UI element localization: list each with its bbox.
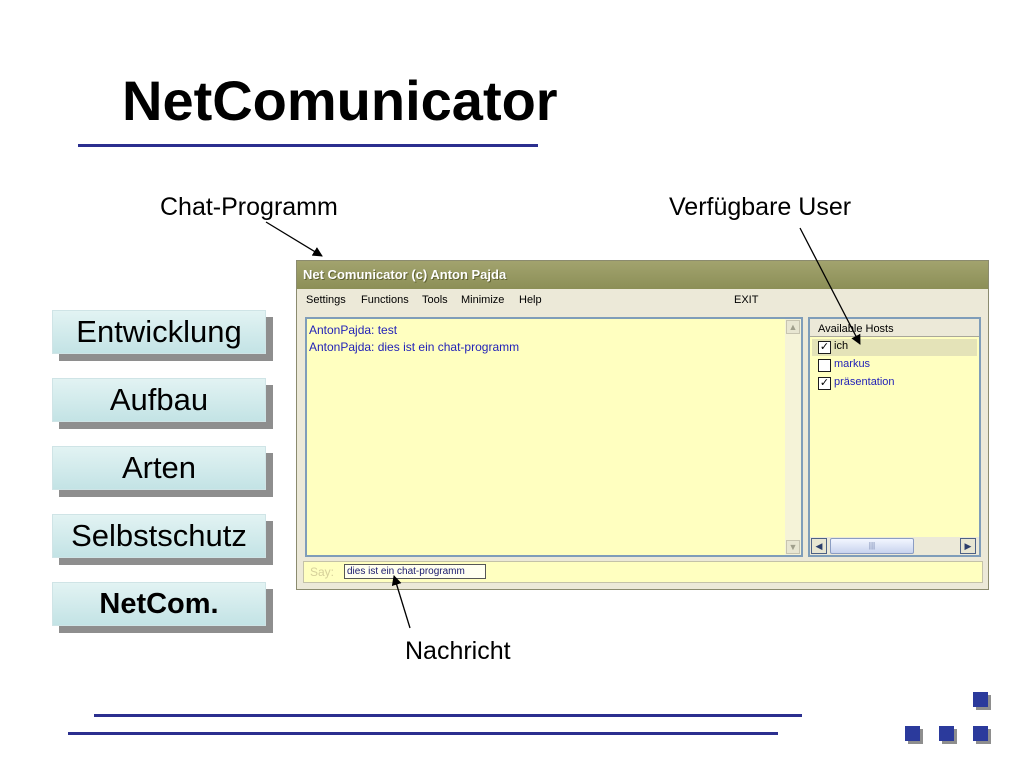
say-label: Say:: [310, 565, 335, 579]
chevron-left-icon[interactable]: ◀: [811, 538, 827, 554]
message-input[interactable]: [344, 564, 486, 579]
chat-scrollbar[interactable]: ▲ ▼: [785, 319, 801, 555]
chevron-right-icon[interactable]: ▶: [960, 538, 976, 554]
decorative-square: [939, 726, 954, 741]
footer-rule-bottom: [68, 732, 778, 735]
checkmark-icon[interactable]: ✓: [818, 377, 831, 390]
decorative-square: [905, 726, 920, 741]
annotation-chat-program: Chat-Programm: [160, 193, 338, 221]
footer-rule-top: [94, 714, 802, 717]
window-title: Net Comunicator (c) Anton Pajda: [303, 267, 507, 282]
menu-minimize[interactable]: Minimize: [461, 294, 505, 306]
menu-tools[interactable]: Tools: [422, 294, 448, 306]
host-name: markus: [834, 358, 871, 370]
scrollbar-thumb[interactable]: |||: [830, 538, 914, 554]
nav-button-selbstschutz[interactable]: Selbstschutz: [52, 514, 266, 558]
nav-button-arten[interactable]: Arten: [52, 446, 266, 490]
decorative-square: [973, 726, 988, 741]
arrow-chat-program: [265, 221, 323, 257]
host-name: ich: [834, 340, 849, 352]
chat-log[interactable]: AntonPajda: test AntonPajda: dies ist ei…: [305, 317, 803, 557]
title-underline: [78, 144, 538, 147]
menu-settings[interactable]: Settings: [306, 294, 346, 306]
hosts-scrollbar[interactable]: ◀ ||| ▶: [810, 537, 979, 555]
host-name: präsentation: [834, 376, 895, 388]
host-row-markus[interactable]: markus: [812, 357, 977, 374]
window-titlebar[interactable]: Net Comunicator (c) Anton Pajda: [297, 261, 988, 289]
menu-functions[interactable]: Functions: [361, 294, 409, 306]
host-row-ich[interactable]: ✓ ich: [812, 339, 977, 356]
slide-title: NetComunicator: [122, 69, 558, 132]
checkbox-empty[interactable]: [818, 359, 831, 372]
menu-exit[interactable]: EXIT: [734, 294, 759, 306]
chat-message: AntonPajda: dies ist ein chat-programm: [309, 340, 520, 354]
annotation-available-users: Verfügbare User: [669, 193, 852, 221]
menu-bar: Settings Functions Tools Minimize Help E…: [297, 289, 988, 313]
decorative-square: [973, 692, 988, 707]
chevron-up-icon[interactable]: ▲: [786, 320, 800, 334]
menu-help[interactable]: Help: [519, 294, 542, 306]
nav-button-netcom[interactable]: NetCom.: [52, 582, 266, 626]
nav-button-entwicklung[interactable]: Entwicklung: [52, 310, 266, 354]
annotation-message: Nachricht: [405, 637, 511, 665]
host-row-praesentation[interactable]: ✓ präsentation: [812, 375, 977, 392]
nav-button-aufbau[interactable]: Aufbau: [52, 378, 266, 422]
app-window: Net Comunicator (c) Anton Pajda Settings…: [296, 260, 989, 590]
chat-message: AntonPajda: test: [309, 323, 398, 337]
available-hosts-panel: Available Hosts ✓ ich markus ✓ präsentat…: [808, 317, 981, 557]
hosts-header[interactable]: Available Hosts: [810, 319, 979, 337]
say-bar: Say:: [303, 561, 983, 583]
checkmark-icon[interactable]: ✓: [818, 341, 831, 354]
chevron-down-icon[interactable]: ▼: [786, 540, 800, 554]
